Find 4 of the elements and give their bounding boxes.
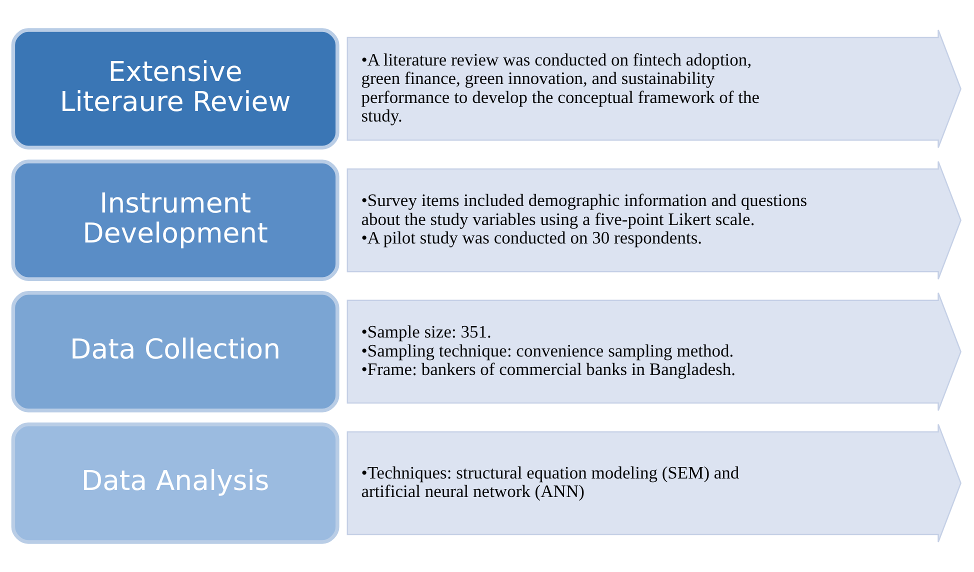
- node-box: Instrument Development: [11, 160, 340, 281]
- node-box: Data Collection: [11, 291, 340, 412]
- node-box: Data Analysis: [11, 422, 340, 544]
- node-box: Extensive Literaure Review: [11, 28, 340, 150]
